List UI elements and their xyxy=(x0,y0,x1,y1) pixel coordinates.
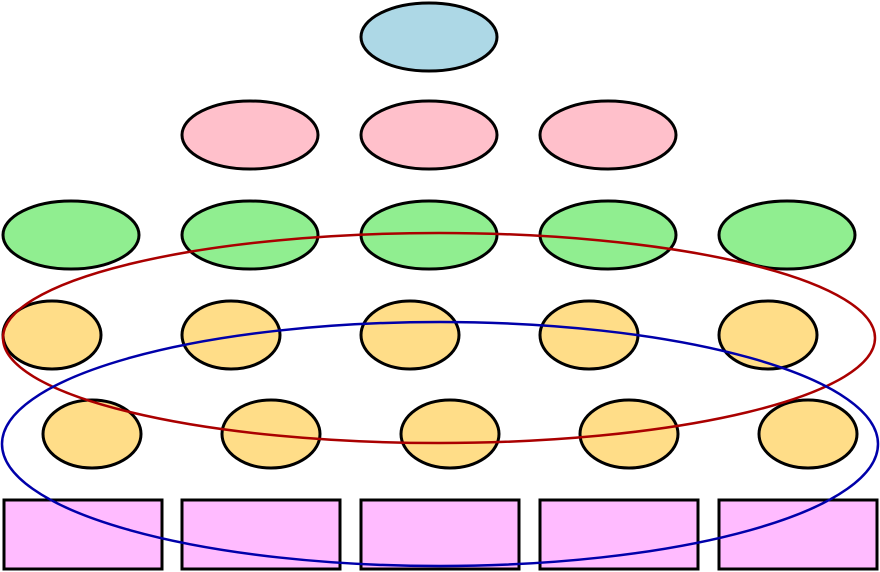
box-node-3 xyxy=(359,498,521,571)
root-node xyxy=(359,1,499,73)
level5-node-3 xyxy=(399,398,501,470)
level3-node-1 xyxy=(1,199,141,271)
box-node-2 xyxy=(180,498,342,571)
level3-node-4 xyxy=(538,199,678,271)
level4-node-2 xyxy=(180,299,282,371)
level3-node-5 xyxy=(717,199,857,271)
red-group-ellipse xyxy=(1,231,877,445)
level5-node-5 xyxy=(757,398,859,470)
level3-node-2 xyxy=(180,199,320,271)
box-node-5 xyxy=(717,498,879,571)
blue-group-ellipse xyxy=(0,320,880,568)
level4-node-3 xyxy=(359,299,461,371)
level4-node-4 xyxy=(538,299,640,371)
level2-node-2 xyxy=(359,99,499,171)
box-node-4 xyxy=(538,498,700,571)
level2-node-1 xyxy=(180,99,320,171)
level5-node-4 xyxy=(578,398,680,470)
level4-node-5 xyxy=(717,299,819,371)
level5-node-1 xyxy=(41,398,143,470)
level2-node-3 xyxy=(538,99,678,171)
box-node-1 xyxy=(2,498,164,571)
